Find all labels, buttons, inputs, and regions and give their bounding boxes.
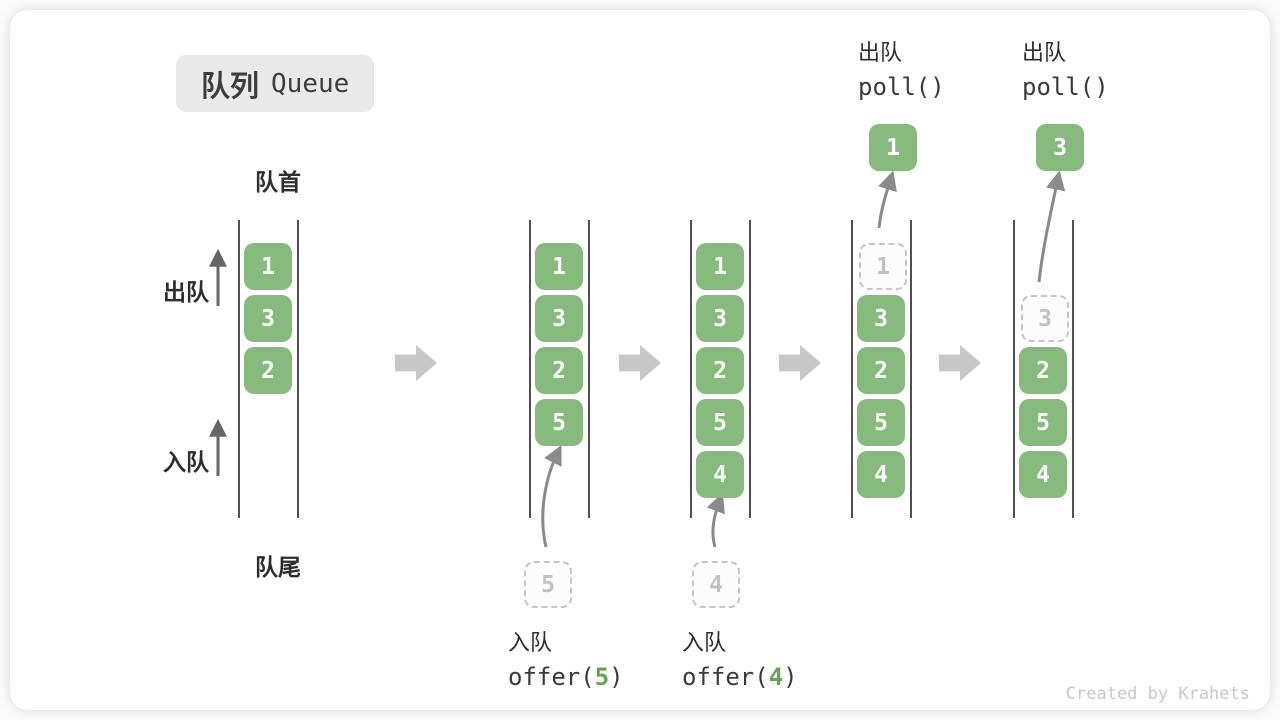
queue-wall: [1072, 220, 1074, 518]
queue-item: 5: [857, 399, 905, 446]
enqueue-4-arrow-icon: [706, 492, 725, 548]
title-zh: 队列: [201, 70, 260, 103]
enqueue-5-arrow-icon: [541, 445, 562, 548]
incoming-item-ghost: 4: [692, 561, 740, 608]
queue-item: 5: [535, 399, 583, 446]
queue-wall: [297, 220, 299, 518]
queue-item: 1: [535, 243, 583, 290]
queue-item: 3: [857, 295, 905, 342]
op-label-offer-5: 入队 offer(5): [508, 626, 624, 694]
label-queue-rear: 队尾: [255, 554, 301, 580]
queue-wall: [851, 220, 853, 518]
queue-wall: [529, 220, 531, 518]
polled-item: 3: [1036, 124, 1084, 171]
queue-item: 1: [244, 243, 292, 290]
flow-arrow-icon: [395, 345, 437, 381]
label-enqueue: 入队: [163, 449, 209, 475]
poll-1-arrow-icon: [877, 170, 897, 229]
queue-item: 4: [696, 451, 744, 498]
title-badge: 队列 Queue: [176, 55, 375, 112]
label-queue-front: 队首: [255, 169, 301, 195]
queue-item: 2: [857, 347, 905, 394]
op-offer-code: offer(4): [682, 663, 798, 691]
op-dequeue-zh: 出队: [858, 40, 903, 65]
op-offer-code: offer(5): [508, 663, 624, 691]
op-poll-code: poll(): [858, 73, 945, 101]
queue-wall: [690, 220, 692, 518]
op-dequeue-zh: 出队: [1022, 40, 1067, 65]
queue-wall: [1013, 220, 1015, 518]
queue-item: 3: [535, 295, 583, 342]
op-enqueue-zh: 入队: [508, 630, 553, 655]
offer-arg: 5: [594, 663, 610, 691]
queue-item: 1: [696, 243, 744, 290]
incoming-item-ghost: 5: [524, 561, 572, 608]
queue-item: 3: [696, 295, 744, 342]
flow-arrow-icon: [939, 345, 981, 381]
label-dequeue: 出队: [163, 279, 209, 305]
queue-item: 5: [1019, 399, 1067, 446]
queue-item: 4: [1019, 451, 1067, 498]
queue-item: 3: [244, 295, 292, 342]
op-enqueue-zh: 入队: [682, 630, 727, 655]
poll-3-arrow-icon: [1037, 170, 1066, 283]
diagram-canvas: 队列 Queue 队首 队尾 出队 入队 1 3: [10, 10, 1270, 710]
queue-wall: [238, 220, 240, 518]
queue-item: 4: [857, 451, 905, 498]
queue-item: 2: [696, 347, 744, 394]
op-label-poll-1: 出队 poll(): [858, 36, 945, 104]
queue-wall: [588, 220, 590, 518]
queue-item: 5: [696, 399, 744, 446]
op-label-offer-4: 入队 offer(4): [682, 626, 798, 694]
queue-item: 2: [1019, 347, 1067, 394]
arrows-overlay: [209, 170, 1066, 548]
offer-arg: 4: [768, 663, 784, 691]
queue-item: 2: [244, 347, 292, 394]
flow-arrow-icon: [619, 345, 661, 381]
polled-item: 1: [869, 124, 917, 171]
queue-item: 2: [535, 347, 583, 394]
watermark: Created by Krahets: [1065, 684, 1250, 704]
title-en: Queue: [271, 68, 350, 99]
queue-wall: [910, 220, 912, 518]
removed-item-ghost: 3: [1021, 295, 1069, 342]
removed-item-ghost: 1: [859, 243, 907, 290]
op-label-poll-3: 出队 poll(): [1022, 36, 1109, 104]
op-poll-code: poll(): [1022, 73, 1109, 101]
queue-wall: [749, 220, 751, 518]
flow-arrow-icon: [779, 345, 821, 381]
